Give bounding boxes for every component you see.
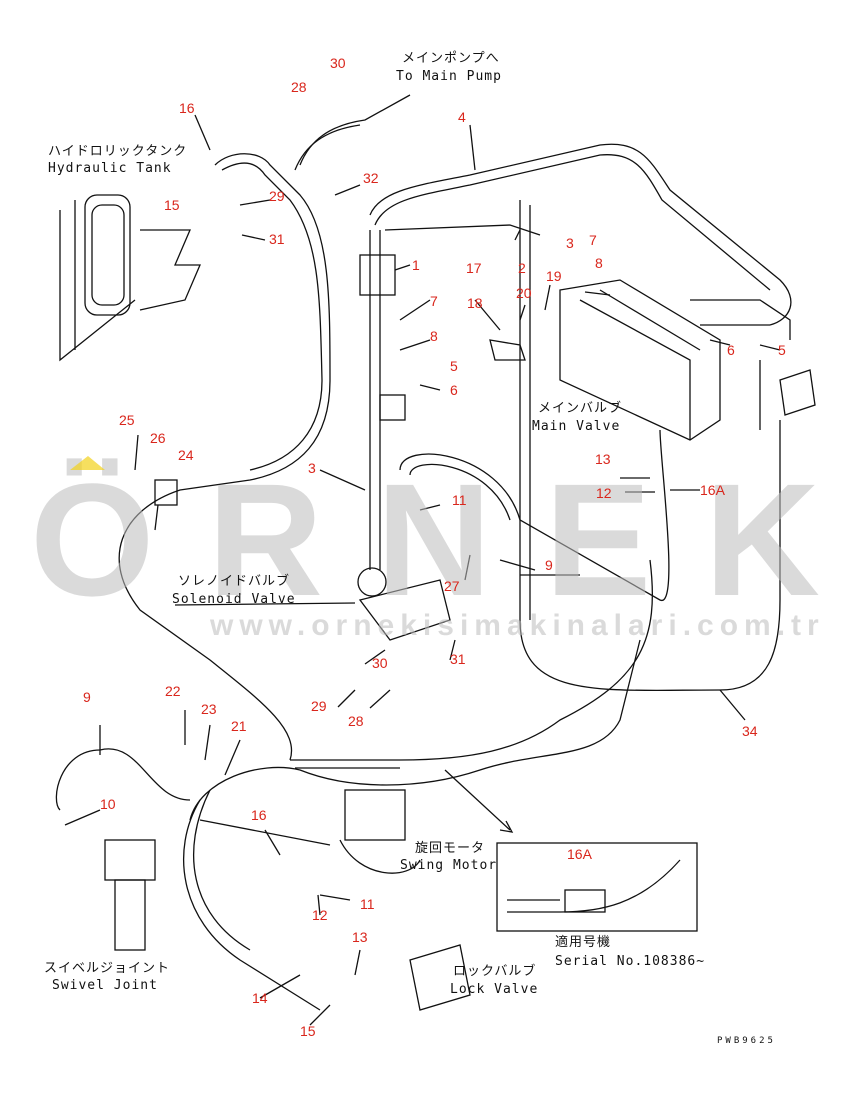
- label-serial-jp: 適用号機: [555, 934, 611, 950]
- callout-9-left: 9: [83, 689, 91, 705]
- callout-12-right: 12: [596, 485, 612, 501]
- watermark-site: www.ornekisimakinalari.com.tr: [209, 609, 825, 642]
- callout-32-lower: 31: [450, 651, 466, 667]
- callout-5: 5: [450, 358, 458, 374]
- callout-9: 9: [545, 557, 553, 573]
- callout-11: 11: [452, 492, 467, 508]
- callouts: 30 28 4 16 32 29 15 31 1 3 7 17 2 19 8 2…: [83, 55, 786, 1039]
- callout-7: 7: [430, 293, 438, 309]
- callout-18: 17: [466, 260, 482, 276]
- callout-21: 20: [516, 285, 532, 301]
- callout-20: 19: [546, 268, 562, 284]
- callout-1: 1: [412, 257, 420, 273]
- callout-13: 13: [352, 929, 368, 945]
- callout-8: 8: [430, 328, 438, 344]
- label-hydraulic-tank-en: Hydraulic Tank: [48, 161, 172, 176]
- callout-16a: 16A: [567, 846, 593, 862]
- label-hydraulic-tank-jp: ハイドロリックタンク: [48, 144, 187, 159]
- callout-33: 32: [363, 170, 379, 186]
- callout-22: 21: [231, 718, 247, 734]
- callout-6-right: 6: [727, 342, 735, 358]
- callout-10: 10: [100, 796, 116, 812]
- callout-34: 34: [742, 723, 758, 739]
- callout-30: 29: [269, 188, 285, 204]
- callout-14: 14: [252, 990, 268, 1006]
- callout-29: 28: [291, 79, 307, 95]
- label-main-pump-jp: メインポンプへ: [402, 51, 500, 66]
- label-serial-en: Serial No.108386~: [555, 954, 705, 969]
- callout-17: 16A: [700, 482, 726, 498]
- callout-16: 16: [179, 100, 195, 116]
- callout-31: 30: [330, 55, 346, 71]
- drawing-code: PWB9625: [717, 1036, 776, 1046]
- callout-6: 6: [450, 382, 458, 398]
- label-swivel-joint-jp: スイベルジョイント: [44, 961, 170, 976]
- callout-15: 15: [164, 197, 180, 213]
- label-swing-motor-en: Swing Motor: [400, 858, 497, 873]
- callout-11-lower: 11: [360, 896, 375, 912]
- callout-25: 24: [178, 447, 194, 463]
- label-swing-motor-jp: 旋回モータ: [415, 841, 485, 856]
- callout-28: 27: [444, 578, 460, 594]
- label-lock-valve-en: Lock Valve: [450, 982, 538, 997]
- label-main-pump-en: To Main Pump: [396, 69, 502, 84]
- callout-15-lower: 15: [300, 1023, 316, 1039]
- callout-3: 3: [308, 460, 316, 476]
- label-main-valve-jp: メインバルブ: [538, 400, 622, 416]
- callout-7-top: 7: [589, 232, 597, 248]
- callout-2: 2: [518, 260, 526, 276]
- watermark-brand: ÖRNEK: [30, 450, 820, 629]
- callout-32: 31: [269, 231, 285, 247]
- callout-26: 25: [119, 412, 135, 428]
- callout-19: 18: [467, 295, 483, 311]
- label-main-valve-en: Main Valve: [532, 419, 620, 434]
- callout-31-lower: 30: [372, 655, 388, 671]
- label-solenoid-valve-en: Solenoid Valve: [172, 592, 296, 607]
- callout-16-lower: 16: [251, 807, 267, 823]
- callout-23: 22: [165, 683, 181, 699]
- callout-3-top: 3: [566, 235, 574, 251]
- label-swivel-joint-en: Swivel Joint: [52, 978, 158, 993]
- callout-30-lower: 29: [311, 698, 327, 714]
- watermark-accent: [70, 456, 105, 470]
- label-lock-valve-jp: ロックバルブ: [453, 963, 536, 979]
- callout-12: 12: [312, 907, 328, 923]
- callout-27: 26: [150, 430, 166, 446]
- callout-29-lower: 28: [348, 713, 364, 729]
- callout-5-right: 5: [778, 342, 786, 358]
- label-solenoid-valve-jp: ソレノイドバルブ: [178, 573, 290, 589]
- callout-24: 23: [201, 701, 217, 717]
- callout-13-right: 13: [595, 451, 611, 467]
- callout-8-top: 8: [595, 255, 603, 271]
- callout-4: 4: [458, 109, 466, 125]
- hose-lines: [55, 94, 816, 1026]
